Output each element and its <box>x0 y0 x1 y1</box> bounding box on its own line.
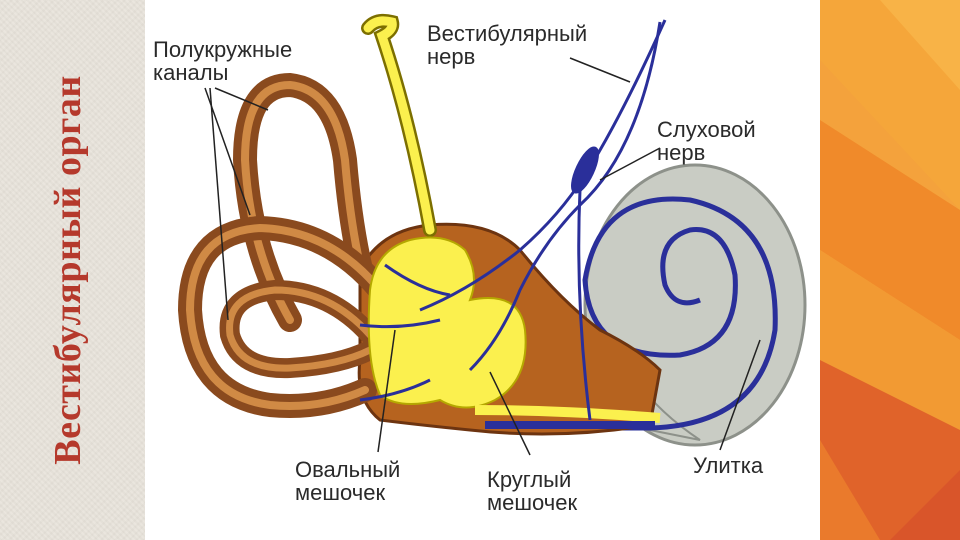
cochlear-spiral <box>490 196 778 431</box>
inner-ear-diagram: Полукружные каналы Вестибулярный нерв Сл… <box>145 0 820 540</box>
vertical-slide-title: Вестибулярный орган <box>47 75 89 465</box>
orange-triangles-decoration <box>820 0 960 540</box>
leader-lines <box>204 57 761 456</box>
label-cochlea: Улитка <box>693 453 764 478</box>
label-semicircular-canals: Полукружные каналы <box>153 37 293 85</box>
right-decorative-band <box>820 0 960 540</box>
left-decorative-band: Вестибулярный орган <box>0 0 145 540</box>
label-auditory-nerve: Слуховой нерв <box>657 117 756 165</box>
label-vestibular-nerve: Вестибулярный нерв <box>427 21 588 69</box>
inner-ear-illustration <box>177 13 807 456</box>
nerves <box>359 19 667 421</box>
semicircular-canals-shape <box>177 72 392 418</box>
label-oval-sac: Овальный мешочек <box>295 457 401 505</box>
label-round-sac: Круглый мешочек <box>487 467 578 515</box>
